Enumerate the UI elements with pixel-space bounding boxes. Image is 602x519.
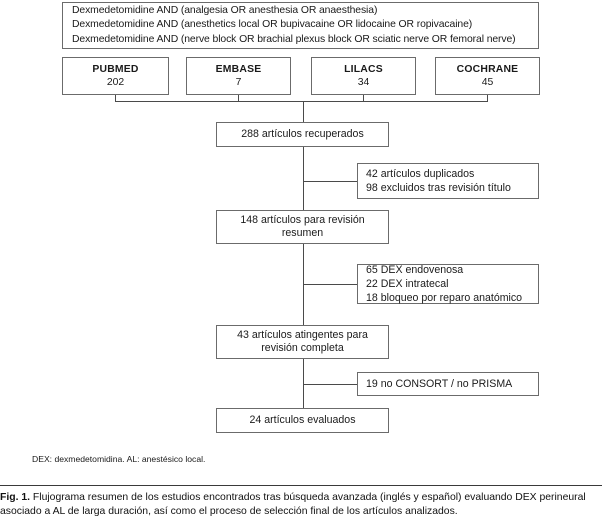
- database-name-lilacs: LILACS: [344, 64, 383, 75]
- database-name-cochrane: COCHRANE: [456, 64, 519, 75]
- figure-caption-label: Fig. 1.: [0, 492, 31, 503]
- figure-caption-text: Flujograma resumen de los estudios encon…: [0, 492, 586, 518]
- exclusion-dupes-line2: 98 excluidos tras revisión título: [366, 182, 511, 194]
- exclusion-box-consort-prisma: 19 no CONSORT / no PRISMA: [357, 372, 539, 396]
- connector-full-to-evaluated: [303, 359, 304, 408]
- exclusion-dex-line1: 65 DEX endovenosa: [366, 263, 464, 276]
- database-count-embase: 7: [235, 77, 242, 88]
- database-count-cochrane: 45: [481, 77, 494, 88]
- stage-evaluated-line1: 24 artículos evaluados: [249, 413, 356, 426]
- stage-retrieved-line1: 288 artículos recuperados: [241, 127, 364, 140]
- connector-cochrane-down: [487, 95, 488, 101]
- database-box-pubmed: PUBMED 202: [62, 57, 169, 95]
- database-name-pubmed: PUBMED: [92, 64, 139, 75]
- database-name-embase: EMBASE: [215, 64, 262, 75]
- figure-footnote: DEX: dexmedetomidina. AL: anestésico loc…: [32, 454, 206, 464]
- query-line-1: Dexmedetomidine AND (analgesia OR anesth…: [72, 4, 378, 16]
- connector-lilacs-down: [363, 95, 364, 101]
- connector-databases-bus: [115, 101, 488, 102]
- stage-box-abstract-review: 148 artículos para revisión resumen: [216, 210, 389, 244]
- stage-box-retrieved: 288 artículos recuperados: [216, 122, 389, 147]
- exclusion-box-duplicates: 42 artículos duplicados 98 excluidos tra…: [357, 163, 539, 199]
- search-query-box: Dexmedetomidine AND (analgesia OR anesth…: [62, 2, 539, 49]
- query-line-2: Dexmedetomidine AND (anesthetics local O…: [72, 19, 473, 31]
- connector-branch-consort: [303, 384, 358, 385]
- stage-abstract-line1: 148 artículos para revisión: [240, 213, 365, 226]
- connector-embase-down: [238, 95, 239, 101]
- database-count-lilacs: 34: [357, 77, 370, 88]
- connector-retrieved-to-abstract: [303, 147, 304, 210]
- connector-branch-dupes: [303, 181, 358, 182]
- stage-full-line2: revisión completa: [261, 342, 344, 354]
- exclusion-dupes-line1: 42 artículos duplicados: [366, 167, 475, 180]
- database-box-lilacs: LILACS 34: [311, 57, 416, 95]
- exclusion-dex-line3: 18 bloqueo por reparo anatómico: [366, 292, 523, 305]
- stage-box-evaluated: 24 artículos evaluados: [216, 408, 389, 433]
- exclusion-box-dex-routes: 65 DEX endovenosa 22 DEX intratecal 18 b…: [357, 264, 539, 304]
- caption-divider: [0, 485, 602, 486]
- stage-full-line1: 43 artículos atingentes para: [237, 328, 368, 341]
- connector-branch-dex: [303, 284, 358, 285]
- connector-bus-to-retrieved: [303, 101, 304, 122]
- database-box-embase: EMBASE 7: [186, 57, 291, 95]
- stage-abstract-line2: resumen: [281, 227, 324, 239]
- stage-box-full-review: 43 artículos atingentes para revisión co…: [216, 325, 389, 359]
- database-box-cochrane: COCHRANE 45: [435, 57, 540, 95]
- query-line-3: Dexmedetomidine AND (nerve block OR brac…: [72, 33, 516, 45]
- database-count-pubmed: 202: [106, 77, 125, 88]
- connector-pubmed-down: [115, 95, 116, 101]
- exclusion-consort-line1: 19 no CONSORT / no PRISMA: [366, 377, 513, 390]
- figure-caption: Fig. 1. Flujograma resumen de los estudi…: [0, 491, 602, 519]
- exclusion-dex-line2: 22 DEX intratecal: [366, 277, 449, 290]
